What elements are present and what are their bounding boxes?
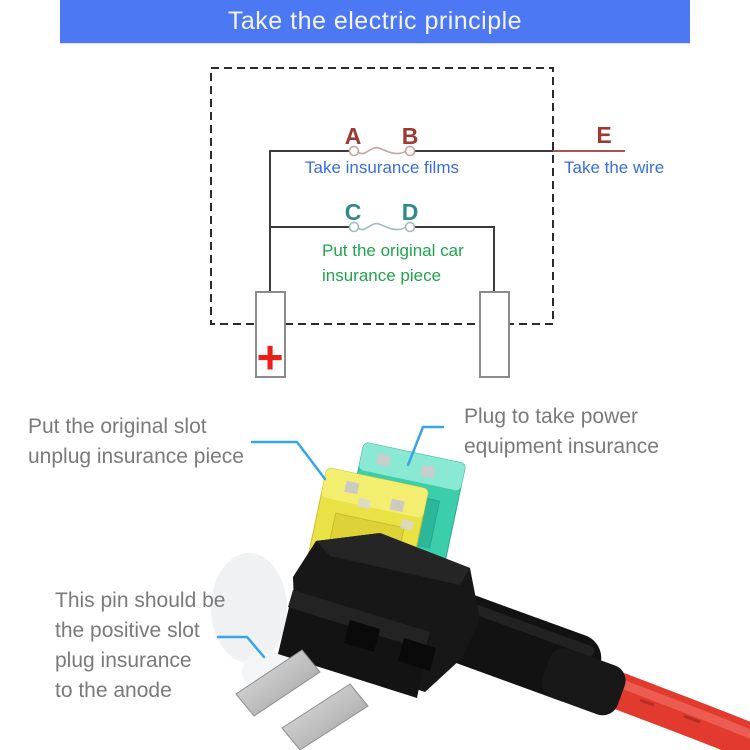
wire-cd-right (415, 226, 495, 292)
terminal-right (479, 291, 510, 378)
label-original-car-insurance: Put the original car insurance piece (322, 238, 464, 288)
terminal-left (255, 291, 286, 378)
node-e: E (596, 122, 612, 148)
blade-pin-left (235, 649, 321, 717)
fuse-prong-nub (344, 480, 360, 495)
label-take-insurance-films: Take insurance films (304, 158, 459, 177)
dashed-boundary (210, 67, 554, 325)
annotation-line: the positive slot (55, 619, 200, 642)
node-b: B (401, 123, 419, 149)
node-d: D (401, 199, 419, 225)
fuse-prong-nub (420, 464, 436, 479)
fuse-tap-body (278, 533, 480, 698)
banner-title: Take the electric principle (227, 7, 523, 35)
annotation-line: plug insurance (55, 649, 192, 672)
blade-pin-right (281, 683, 369, 750)
leader-line-positive-pin (216, 635, 266, 659)
label-line: insurance piece (322, 266, 442, 285)
fuse-symbol-cd (348, 221, 416, 233)
product-photo (211, 442, 750, 750)
label-line: Put the original car (322, 241, 464, 260)
fuse-prong-nub (375, 453, 391, 467)
annotation-line: to the anode (55, 679, 172, 702)
label-take-the-wire: Take the wire (564, 158, 665, 177)
leader-line-original-slot (250, 440, 327, 481)
node-c: C (344, 199, 362, 225)
blade-pins (235, 649, 369, 750)
annotation-line: equipment insurance (464, 435, 659, 458)
annotation-line: unplug insurance piece (28, 445, 244, 468)
leader-lines (216, 425, 445, 659)
annotation-line: Plug to take power (464, 405, 638, 428)
fuse-symbol-ab (348, 145, 416, 157)
annotation-line: This pin should be (55, 589, 226, 612)
annotation-positive-pin: This pin should be the positive slot plu… (55, 586, 225, 706)
annotation-line: Put the original slot (28, 415, 207, 438)
fuse-prong-nub (389, 498, 405, 513)
banner: Take the electric principle (60, 0, 690, 44)
circuit-schematic (210, 67, 625, 378)
wire-left (269, 150, 349, 292)
annotation-take-power: Plug to take power equipment insurance (464, 402, 659, 462)
product-shadow (211, 553, 287, 663)
positive-terminal-mark: + (256, 331, 284, 383)
annotation-original-slot: Put the original slot unplug insurance p… (28, 412, 244, 472)
node-a: A (344, 123, 362, 149)
leader-line-take-power (406, 425, 445, 467)
